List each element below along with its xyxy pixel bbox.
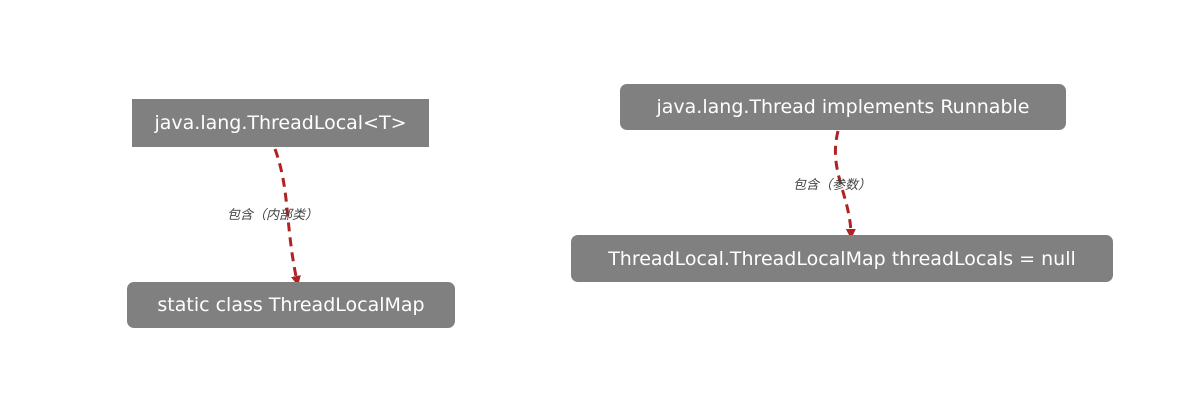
contains-parameter-label: 包含（参数） (793, 178, 872, 193)
threadlocals-field-node: ThreadLocal.ThreadLocalMap threadLocals … (571, 235, 1113, 282)
threadlocal-class-node: java.lang.ThreadLocal<T> (132, 99, 429, 147)
threadlocalmap-inner-class-node: static class ThreadLocalMap (127, 282, 455, 328)
contains-inner-class-label: 包含（内部类） (227, 208, 319, 223)
thread-class-node: java.lang.Thread implements Runnable (620, 84, 1066, 130)
